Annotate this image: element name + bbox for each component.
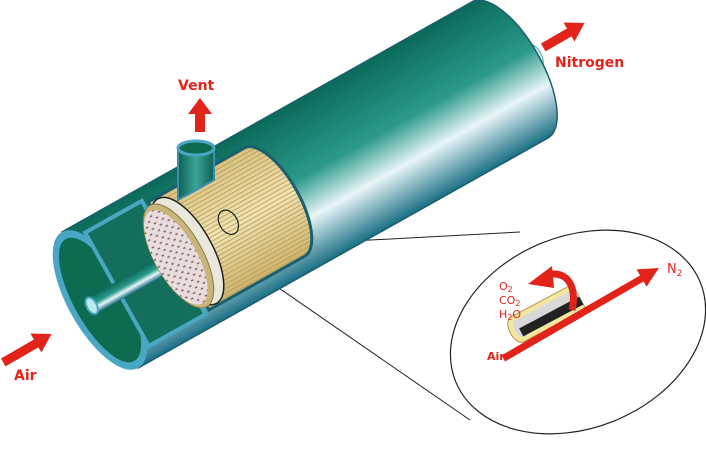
- o2-label: O2: [499, 280, 513, 294]
- vent-label: Vent: [178, 78, 215, 94]
- membrane-module: [52, 0, 558, 370]
- detail-marker: [217, 209, 240, 235]
- air-label: Air: [14, 368, 37, 384]
- detail-view: Air N2 O2 CO2 H2O: [449, 229, 706, 435]
- vent-tube: [176, 139, 216, 202]
- arrows: [1, 22, 585, 367]
- co2-label: CO2: [499, 294, 520, 308]
- n2-flow-arrow-icon: [501, 268, 659, 362]
- fiber-ends: [144, 210, 208, 305]
- nitrogen-arrow-icon: [541, 22, 585, 52]
- hollow-fiber: [507, 283, 587, 343]
- n2-label: N2: [667, 262, 682, 279]
- h2o-label: H2O: [499, 308, 521, 322]
- vent-arrow-icon: [188, 98, 212, 132]
- nitrogen-label: Nitrogen: [555, 55, 624, 71]
- detail-air-label: Air: [487, 350, 505, 363]
- air-arrow-icon: [1, 333, 52, 367]
